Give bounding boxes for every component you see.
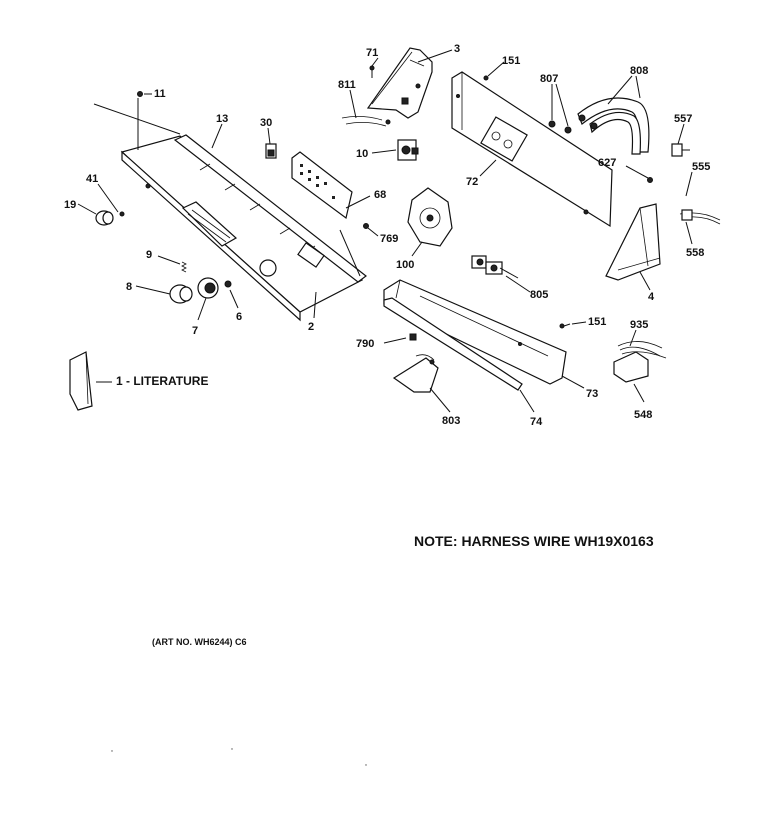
- part-68-board: [291, 151, 353, 220]
- part-807-washers: [548, 120, 572, 134]
- callout-73: 73: [586, 388, 598, 400]
- callout-935: 935: [630, 319, 648, 331]
- harness-wire-note: NOTE: HARNESS WIRE WH19X0163: [414, 533, 654, 549]
- part-3-bracket: [366, 47, 433, 119]
- callout-557: 557: [674, 113, 692, 125]
- part-74-strip: [383, 297, 523, 391]
- callout-769: 769: [380, 233, 398, 245]
- callout-13: 13: [216, 113, 228, 125]
- part-30-switch: [265, 143, 277, 159]
- callout-30: 30: [260, 117, 272, 129]
- part-558-connector: [681, 209, 693, 221]
- callout-7: 7: [192, 325, 198, 337]
- callout-811: 811: [338, 79, 356, 91]
- part-811-hose: [341, 116, 391, 127]
- callout-41: 41: [86, 173, 98, 185]
- leader-lines: [77, 49, 693, 413]
- callout-808: 808: [630, 65, 648, 77]
- part-151-screw-top: [483, 75, 489, 81]
- callout-151-lower: 151: [588, 316, 606, 328]
- callout-627: 627: [598, 157, 616, 169]
- part-4-end-cap: [605, 203, 661, 281]
- callout-151-top: 151: [502, 55, 520, 67]
- callout-790: 790: [356, 338, 374, 350]
- part-790-clip: [409, 333, 417, 341]
- callout-555: 555: [692, 161, 710, 173]
- part-71-screw: [369, 65, 375, 78]
- callout-100: 100: [396, 259, 414, 271]
- callout-labels: 71 3 151 807 808 811 11 13 30 10 557 4 1 …: [64, 43, 710, 647]
- part-803-bracket: [392, 354, 439, 393]
- callout-71: 71: [366, 47, 378, 59]
- part-9-spring: [181, 261, 187, 273]
- callout-11: 11: [154, 88, 166, 100]
- callout-2: 2: [308, 321, 314, 333]
- callout-3: 3: [454, 43, 460, 55]
- callout-558: 558: [686, 247, 704, 259]
- part-100-timer: [407, 187, 453, 247]
- part-41-19-knob: [95, 210, 125, 226]
- part-151-screw-lower: [559, 323, 571, 329]
- callout-72: 72: [466, 176, 478, 188]
- part-7-dial: [197, 277, 219, 299]
- callout-807: 807: [540, 73, 558, 85]
- scan-specks: [111, 748, 367, 766]
- control-panel-front: [93, 98, 367, 322]
- part-627-screw: [647, 177, 653, 183]
- part-769-screw: [363, 223, 369, 229]
- callout-548: 548: [634, 409, 652, 421]
- part-805-valve: [471, 255, 519, 279]
- callout-4: 4: [648, 291, 655, 303]
- literature-document-icon: [69, 351, 93, 411]
- part-808-hoses: [577, 97, 650, 155]
- callout-9: 9: [146, 249, 152, 261]
- literature-label: 1 - LITERATURE: [116, 374, 208, 388]
- callout-805: 805: [530, 289, 548, 301]
- art-number: (ART NO. WH6244) C6: [152, 637, 247, 647]
- part-72-backsplash: [451, 71, 613, 228]
- callout-10: 10: [356, 148, 368, 160]
- part-6-washer: [224, 280, 232, 288]
- part-557-valve: [671, 143, 690, 157]
- callout-803: 803: [442, 415, 460, 427]
- part-11-screw: [137, 91, 143, 97]
- callout-19: 19: [64, 199, 76, 211]
- callout-74: 74: [530, 416, 543, 428]
- callout-68: 68: [374, 189, 386, 201]
- part-10-pressure-switch: [397, 139, 419, 161]
- callout-6: 6: [236, 311, 242, 323]
- callout-8: 8: [126, 281, 132, 293]
- part-8-knob: [169, 284, 193, 304]
- part-548-935-harness: [613, 341, 667, 383]
